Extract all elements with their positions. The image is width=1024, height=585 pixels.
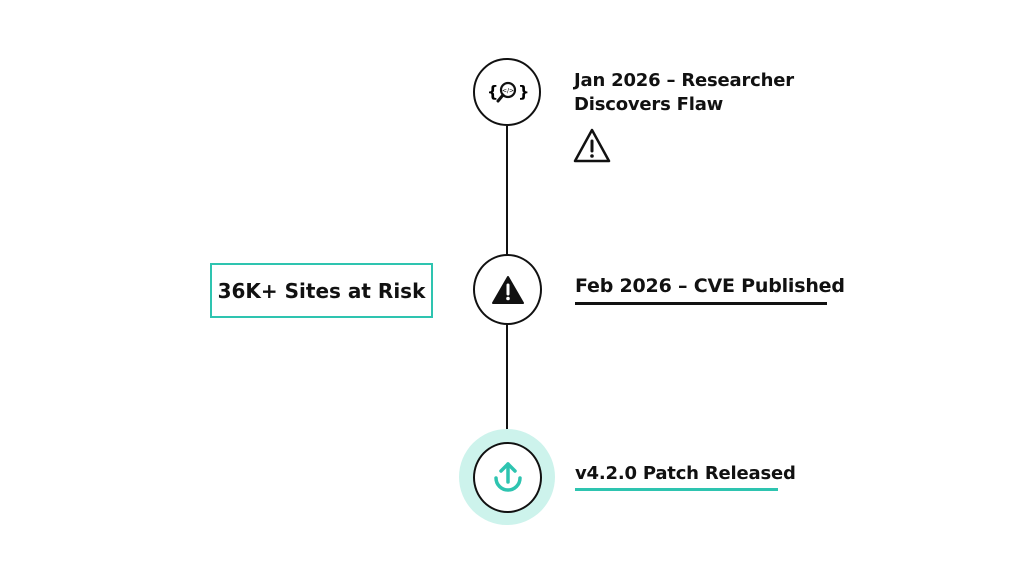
event-title-cve: Feb 2026 – CVE Published bbox=[575, 275, 845, 297]
event-title-line: Jan 2026 – Researcher bbox=[574, 70, 794, 91]
callout-text: 36K+ Sites at Risk bbox=[217, 278, 426, 303]
svg-text:}: } bbox=[518, 82, 529, 101]
svg-text:</>: </> bbox=[502, 88, 514, 95]
timeline-node-cve bbox=[473, 254, 542, 325]
svg-text:{: { bbox=[487, 82, 498, 101]
timeline-node-patch bbox=[473, 442, 542, 513]
event-title-discovery: Jan 2026 – Researcher Discovers Flaw bbox=[574, 69, 794, 117]
upload-arrow-icon bbox=[493, 461, 522, 492]
timeline-connector bbox=[506, 322, 508, 444]
timeline-connector bbox=[506, 126, 508, 256]
warning-filled-icon bbox=[491, 275, 524, 304]
timeline-node-discovery: { } </> bbox=[473, 58, 541, 126]
warning-outline-icon bbox=[573, 128, 611, 163]
sites-at-risk-callout: 36K+ Sites at Risk bbox=[210, 263, 433, 318]
event-underline bbox=[575, 488, 778, 491]
event-title-line: Discovers Flaw bbox=[574, 94, 724, 115]
event-underline bbox=[575, 302, 827, 305]
event-title-patch: v4.2.0 Patch Released bbox=[575, 463, 796, 484]
code-search-icon: { } </> bbox=[487, 81, 529, 103]
